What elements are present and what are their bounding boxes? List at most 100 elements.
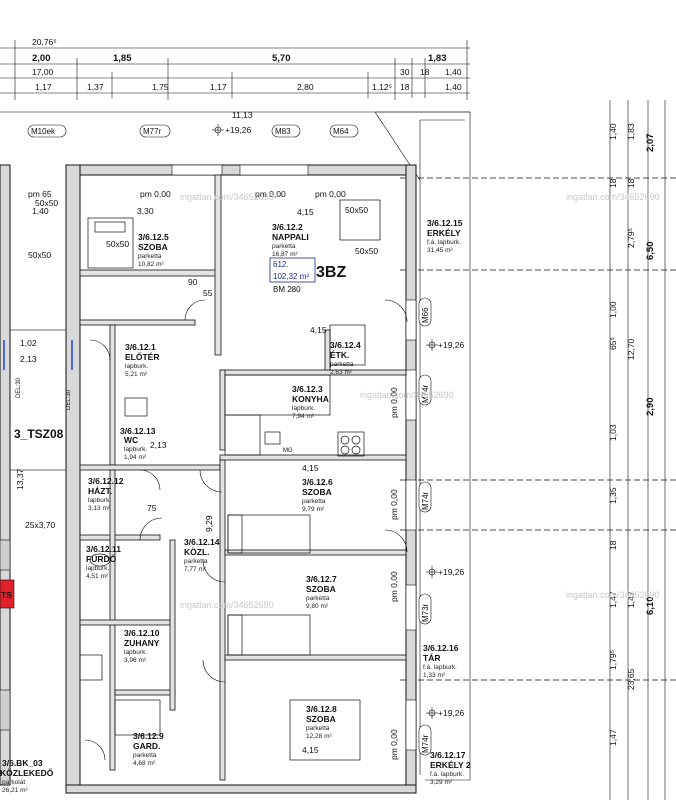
right-dimension-lines xyxy=(400,100,676,800)
room-6-name: WC xyxy=(124,435,138,445)
room-5-name: KONYHA xyxy=(292,394,329,404)
watermark-3: ingatlan.com/34652690 xyxy=(180,600,274,610)
rd-c3-1: 6,50 xyxy=(645,242,656,261)
pm-2: pm 0,00 xyxy=(315,189,346,199)
room-erkely: 3/6.12.15 ERKÉLY f.á. lapburk. 31,45 m² xyxy=(427,218,463,254)
room-szoba-1: 3/6.12.5 SZOBA parketta 10,82 m² xyxy=(138,232,169,268)
room-szoba-3: 3/6.12.7 SZOBA parketta 9,80 m² xyxy=(306,574,337,610)
rd-c2-3: 1,47 xyxy=(626,591,636,608)
room-1-name: NAPPALI xyxy=(272,232,309,242)
room-konyha: 3/6.12.3 KONYHA lapburk. 7,94 m² xyxy=(292,384,329,420)
dim-r2-2: 18 xyxy=(420,67,430,77)
rd-c1-6: 1,79⁵ xyxy=(608,650,618,670)
room-8-id: 3/6.12.6 xyxy=(302,477,333,487)
elevation-markers xyxy=(212,124,438,719)
room-11-area: 9,80 m² xyxy=(306,603,329,610)
dim-r3-4: 2,80 xyxy=(297,82,314,92)
misc-12: MG xyxy=(283,448,293,454)
dim-r3-3: 1,17 xyxy=(210,82,227,92)
dim-r1-0: 2,00 xyxy=(32,53,51,64)
pm-7: pm 65 xyxy=(28,189,52,199)
room-labels: 3/6.12.5 SZOBA parketta 10,82 m² 3/6.12.… xyxy=(0,218,471,794)
room-13-id: 3/6.12.16 xyxy=(423,643,459,653)
rd-c1-3: 1,03 xyxy=(608,424,618,441)
room-3-id: 3/6.12.1 xyxy=(125,342,156,352)
room-12-floor: lapburk. xyxy=(124,649,147,656)
room-8-floor: parketta xyxy=(302,498,326,505)
misc-dimensions: 50x50 50x50 50x50 50x50 50x50 25x3,70 13… xyxy=(15,198,378,755)
room-16-id: 3/6.12.17 xyxy=(430,750,466,760)
room-kozlekedo: 3/6.BK_03 KÖZLEKEDŐ parkolat 26,21 m² xyxy=(0,758,54,794)
room-16-name: ERKÉLY 2 xyxy=(430,760,471,770)
dim-r3-1: 1,37 xyxy=(87,82,104,92)
misc-11: DEL:30 xyxy=(66,389,72,410)
rd-c1-0: 1,40 xyxy=(608,123,618,140)
unit-code: 612. xyxy=(273,260,289,269)
room-5-floor: lapburk. xyxy=(292,405,315,412)
stair-core xyxy=(0,329,73,731)
elevation-0: +19,26 xyxy=(225,125,252,135)
room-10-id: 3/6.12.11 xyxy=(86,544,121,554)
room-eloter: 3/6.12.1 ELŐTÉR lapburk. 5,21 m² xyxy=(125,342,159,378)
misc-2: 50x50 xyxy=(106,239,129,249)
room-6-area: 1,94 m² xyxy=(124,454,147,461)
room-4-id: 3/6.12.4 xyxy=(330,340,361,350)
room-etk: 3/6.12.4 ÉTK. parketta 2,63 m² xyxy=(330,340,361,376)
watermark-1: ingatlan.com/34652690 xyxy=(180,192,274,202)
room-8-area: 9,79 m² xyxy=(302,506,325,513)
rd-c3-3: 6,10 xyxy=(645,597,656,616)
room-14-id: 3/6.12.9 xyxy=(133,731,164,741)
rd-s-1: 18 xyxy=(626,178,636,188)
dim-r1-2: 5,70 xyxy=(272,53,291,64)
pm-5: pm 0,00 xyxy=(389,571,399,602)
dim-row-3: 1,17 1,37 1,75 1,17 2,80 1,12⁵ 18 1,40 xyxy=(35,82,462,92)
misc-14: 4,15 xyxy=(297,207,314,217)
watermark-2: ingatlan.com/34652690 xyxy=(360,390,454,400)
window-tag-5: M74r xyxy=(421,384,430,403)
right-dims-col1: 1,40 1,00 65⁵ 1,03 1,35 1,47 1,79⁵ 1,47 xyxy=(608,123,618,746)
room-6-id: 3/6.12.13 xyxy=(120,426,156,436)
window-tags xyxy=(27,124,432,756)
misc-6: 13,37 xyxy=(15,468,25,490)
unit-bm: BM 280 xyxy=(273,285,301,294)
rd-c2-1: 2,79⁵ xyxy=(626,228,636,248)
rd-c2-4: 23,65 xyxy=(626,668,636,690)
pm-1: pm 0,00 xyxy=(255,189,286,199)
room-17-name: KÖZLEKEDŐ xyxy=(0,767,54,778)
misc-21: 55 xyxy=(203,288,213,298)
misc-7: 1,40 xyxy=(32,206,49,216)
room-wc: 3/6.12.13 WC lapburk. 1,94 m² xyxy=(120,426,156,461)
room-3-name: ELŐTÉR xyxy=(125,351,159,362)
rd-c1-5: 1,47 xyxy=(608,591,618,608)
misc-3: 50x50 xyxy=(345,205,368,215)
dim-r3-6: 18 xyxy=(400,82,410,92)
misc-9: 2,13 xyxy=(20,354,37,364)
rd-c3-0: 2,07 xyxy=(645,134,656,153)
room-hazt: 3/6.12.12 HÁZT. lapburk. 3,13 m² xyxy=(88,476,124,512)
window-tag-4: M66 xyxy=(421,307,430,323)
room-15-floor: parketta xyxy=(306,725,330,732)
room-0-id: 3/6.12.5 xyxy=(138,232,169,242)
top-dimension-lines xyxy=(0,40,470,113)
room-7-area: 3,13 m² xyxy=(88,505,111,512)
room-kozl: 3/6.12.14 KÖZL. parketta 7,77 m² xyxy=(184,537,220,573)
dim-r3-5: 1,12⁵ xyxy=(372,82,392,92)
core-label: 3_TSZ08 xyxy=(14,427,64,441)
room-1-id: 3/6.12.2 xyxy=(272,222,303,232)
room-15-id: 3/6.12.8 xyxy=(306,704,337,714)
misc-15: 4,15 xyxy=(310,325,327,335)
ts-label: TS xyxy=(1,590,12,600)
dim-r3-2: 1,75 xyxy=(152,82,169,92)
pm-labels: pm 0,00 pm 0,00 pm 0,00 pm 65 pm 0,00 pm… xyxy=(28,189,399,760)
room-erkely-2: 3/6.12.17 ERKÉLY 2 f.á. lapburk. 3,29 m² xyxy=(430,750,471,786)
pm-6: pm 0,00 xyxy=(389,729,399,760)
room-5-id: 3/6.12.3 xyxy=(292,384,323,394)
misc-16: 4,15 xyxy=(302,463,319,473)
door-swings xyxy=(84,299,408,761)
dim-r2-0: 17,00 xyxy=(32,67,54,77)
room-9-id: 3/6.12.14 xyxy=(184,537,220,547)
room-17-area: 26,21 m² xyxy=(2,787,28,794)
window-tag-2: M83 xyxy=(275,127,291,136)
room-szoba-4: 3/6.12.8 SZOBA parketta 12,28 m² xyxy=(306,704,337,740)
